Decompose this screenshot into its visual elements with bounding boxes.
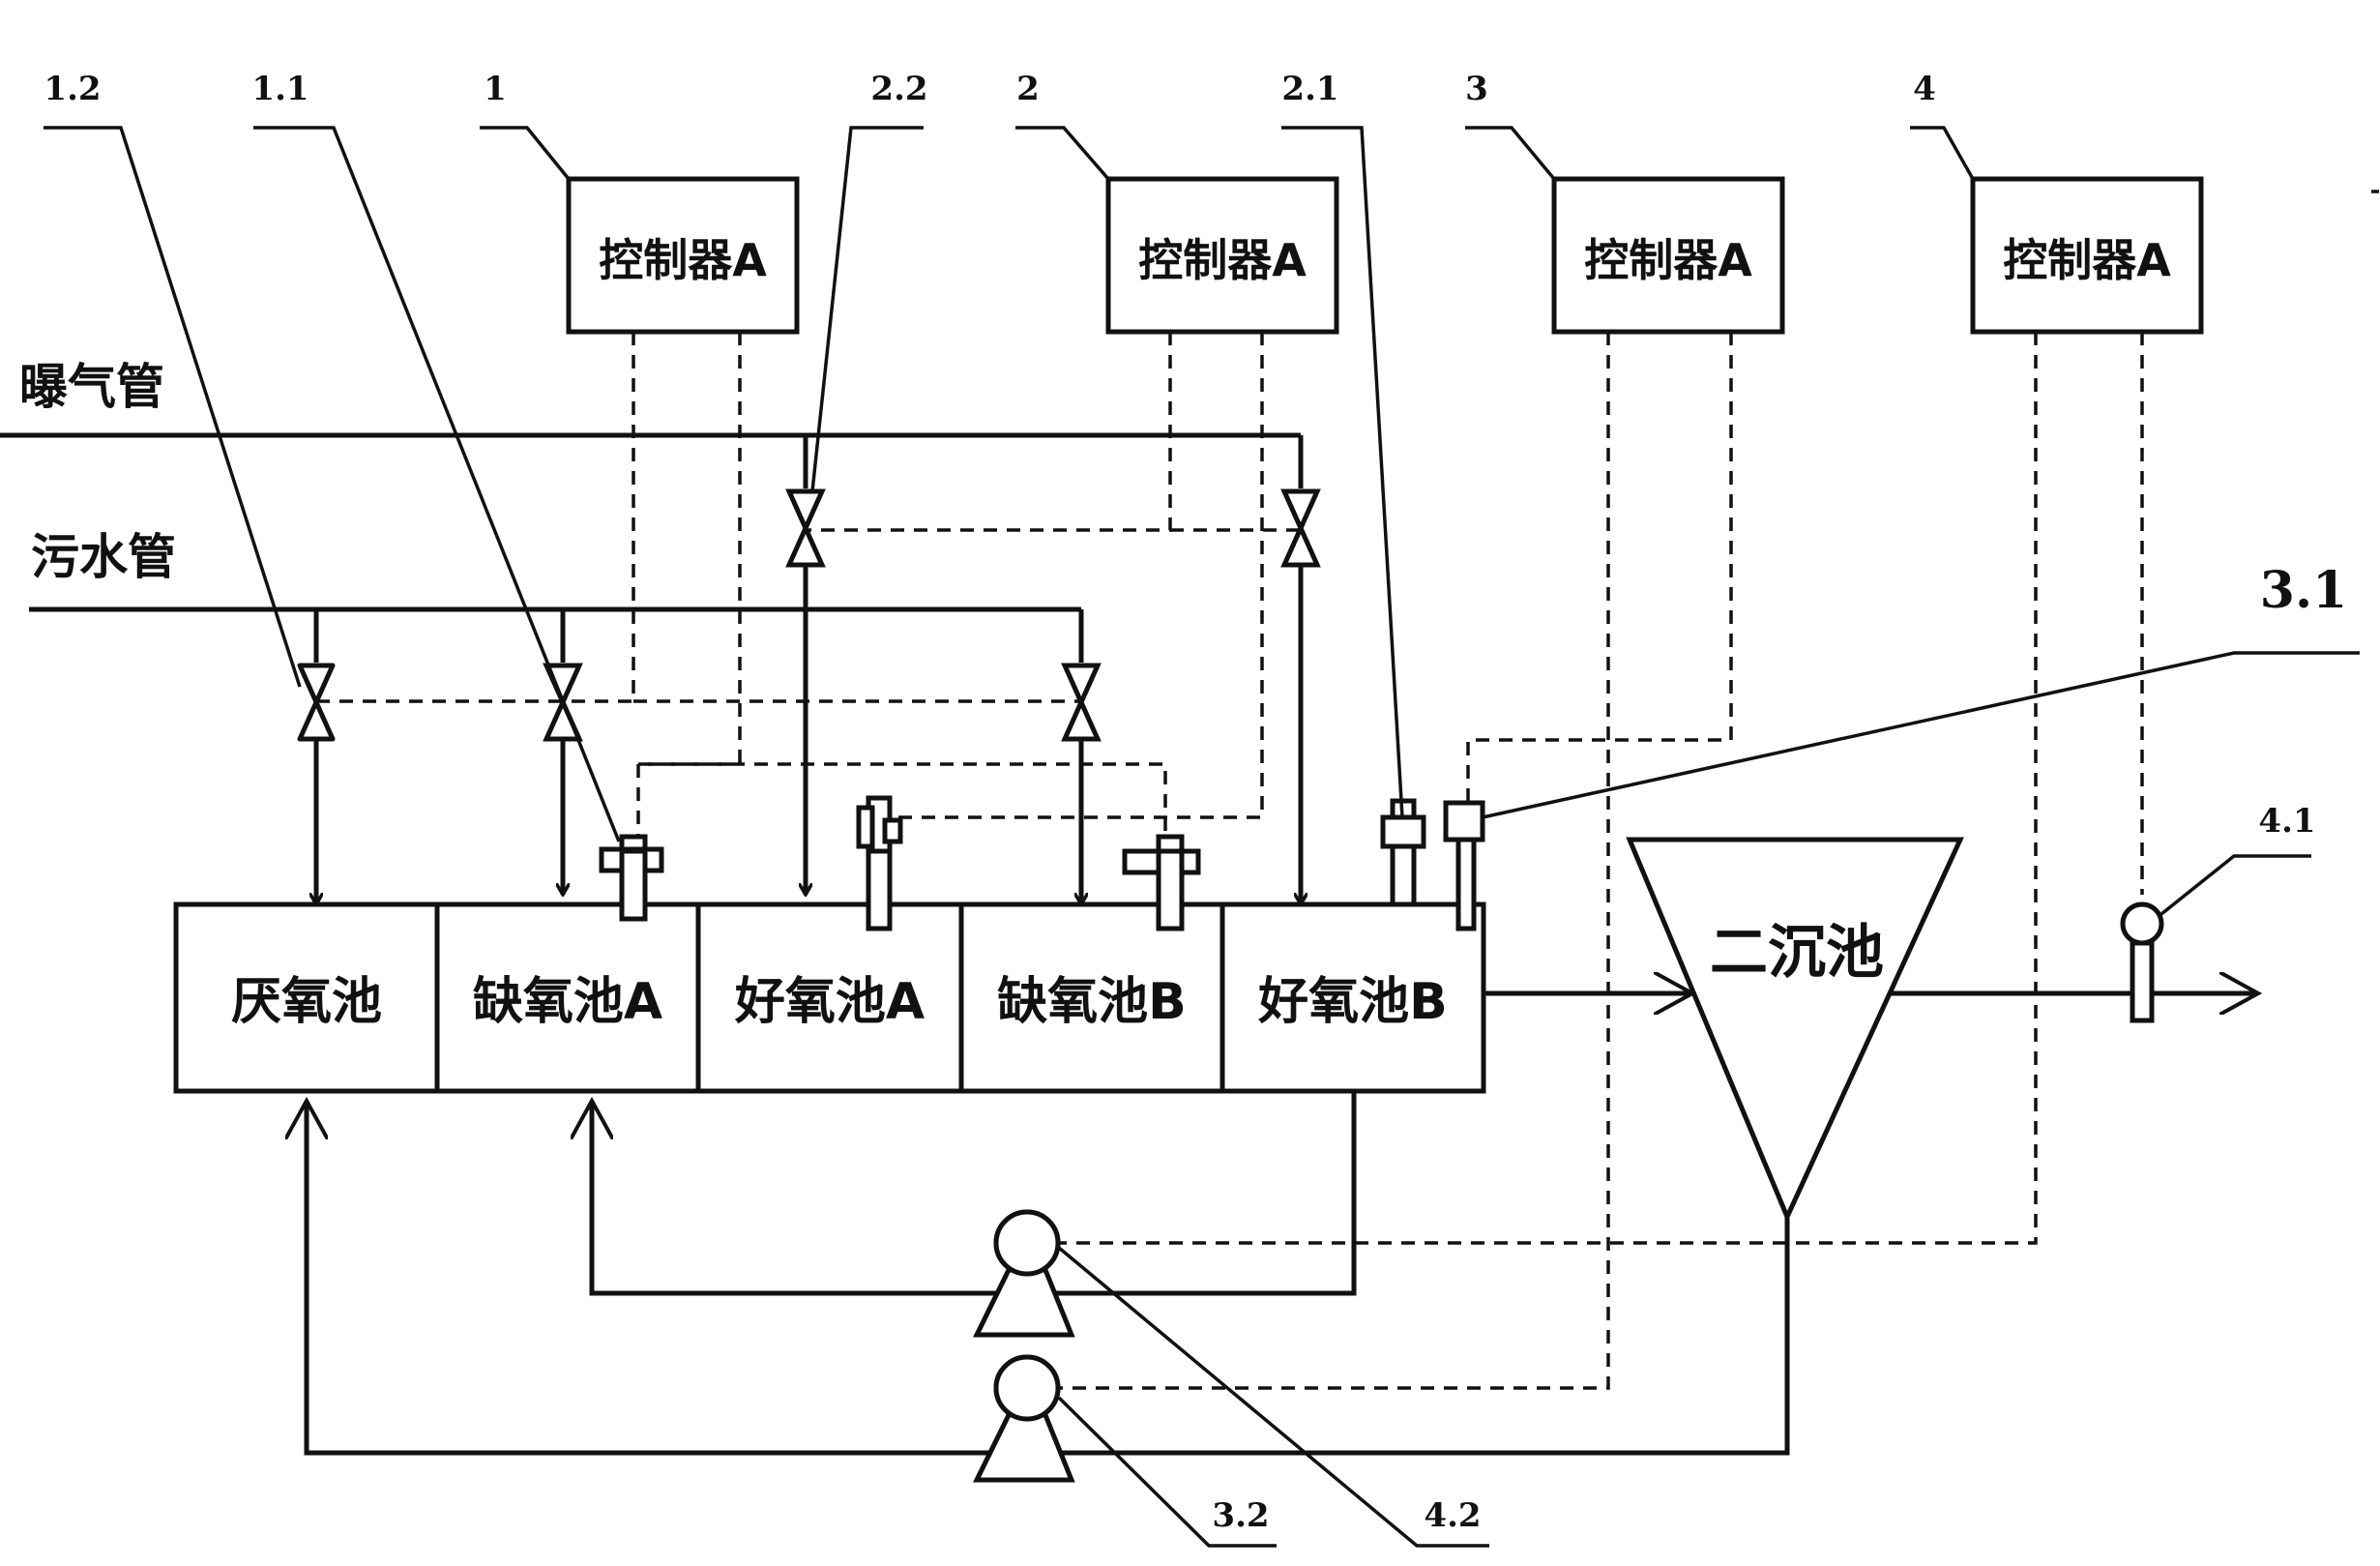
ref-controller-3: 3: [1465, 70, 1488, 108]
valve-2-2: [785, 488, 826, 568]
valve-aeration-b: [1280, 488, 1321, 568]
tank-anoxic-b: 缺氧池B: [997, 973, 1187, 1031]
tank-anoxic-a: 缺氧池A: [473, 973, 662, 1031]
tank-aerobic-a: 好氧池A: [734, 973, 925, 1031]
tank-anaerobic: 厌氧池: [231, 973, 382, 1031]
sewage-pipe-label: 污水管: [31, 529, 176, 585]
sensor-4-1: [2120, 901, 2164, 1023]
sensor-2-1: [1380, 798, 1426, 920]
aeration-pipe-label: 曝气管: [19, 359, 164, 415]
controller-2: 控制器A: [1105, 176, 1339, 335]
controller-3-label: 控制器A: [1584, 234, 1752, 286]
ref-controller-2: 2: [1016, 70, 1040, 108]
callout-3-2: 3.2: [1212, 1496, 1269, 1535]
pump-4-2: [972, 1209, 1075, 1338]
controller-4-label: 控制器A: [2003, 234, 2171, 286]
controller-1: 控制器A: [566, 176, 800, 335]
callout-3-1: 3.1: [2260, 561, 2347, 620]
pump-3-2: [972, 1354, 1075, 1483]
ref-controller-4: 4: [1913, 70, 1936, 108]
callout-2-1: 2.1: [1281, 70, 1338, 108]
secondary-clarifier: 二沉池: [1626, 837, 1964, 1224]
callout-1-1: 1.1: [251, 70, 309, 108]
controller-4: 控制器A: [1970, 176, 2204, 335]
controller-2-label: 控制器A: [1138, 234, 1307, 286]
callout-2-2: 2.2: [870, 70, 927, 108]
tank-block: [173, 901, 1486, 1094]
controller-1-label: 控制器A: [599, 234, 767, 286]
callout-4-2: 4.2: [1424, 1496, 1481, 1535]
clarifier-label: 二沉池: [1710, 919, 1884, 987]
ref-controller-1: 1: [484, 70, 507, 108]
tank-aerobic-b: 好氧池B: [1257, 973, 1448, 1031]
callout-1-2: 1.2: [44, 70, 101, 108]
controller-3: 控制器A: [1551, 176, 1785, 335]
callout-4-1: 4.1: [2258, 802, 2315, 841]
